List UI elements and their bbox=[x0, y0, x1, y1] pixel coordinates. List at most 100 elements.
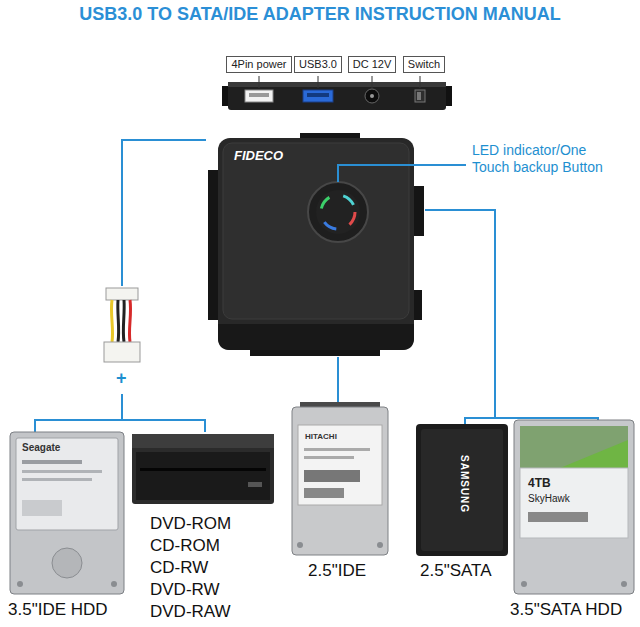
label-print bbox=[22, 478, 92, 481]
hdd-label bbox=[16, 438, 118, 530]
capacity-print: 4TB bbox=[528, 476, 551, 490]
led-ring bbox=[321, 195, 355, 229]
hdd-body bbox=[10, 432, 124, 594]
bracket-line bbox=[425, 210, 495, 418]
label-print bbox=[304, 456, 354, 459]
leader-line bbox=[414, 164, 466, 166]
adapter-face bbox=[218, 138, 414, 350]
dvd-tray-slot bbox=[140, 468, 266, 471]
side-connector bbox=[414, 290, 422, 320]
hdd-body bbox=[292, 407, 388, 555]
backup-button bbox=[308, 182, 368, 242]
port-label: DC 12V bbox=[348, 56, 397, 73]
drive-caption: 2.5"IDE bbox=[308, 561, 366, 581]
model-print: SkyHawk bbox=[528, 493, 570, 505]
wire bbox=[111, 300, 112, 342]
port-label-text: 4Pin power bbox=[231, 58, 286, 71]
dvd-body bbox=[132, 434, 274, 504]
drive-caption: DVD-RW bbox=[150, 580, 220, 600]
port-label: 4Pin power bbox=[226, 56, 291, 73]
wire bbox=[116, 300, 120, 342]
usb3-port bbox=[303, 90, 333, 102]
wire bbox=[122, 300, 126, 342]
screw bbox=[621, 581, 627, 587]
usb3-port-tongue bbox=[307, 93, 329, 97]
drive-caption: DVD-ROM bbox=[150, 514, 231, 534]
drive-caption: DVD-RAW bbox=[150, 602, 231, 622]
barcode bbox=[528, 512, 588, 522]
usb-power-port-tongue bbox=[249, 93, 269, 97]
barcode bbox=[304, 470, 360, 482]
led-ring bbox=[321, 195, 355, 229]
screw bbox=[111, 581, 117, 587]
title-heading: USB3.0 TO SATA/IDE ADAPTER INSTRUCTION M… bbox=[79, 4, 560, 25]
callout-text: LED indicator/One Touch backup Button bbox=[472, 142, 622, 176]
power-switch bbox=[415, 90, 425, 102]
molex-connector bbox=[106, 288, 138, 300]
hdd-hub bbox=[52, 548, 82, 578]
port-label-text: USB3.0 bbox=[299, 58, 337, 71]
hdd-label bbox=[520, 468, 628, 538]
leader-line bbox=[338, 165, 414, 182]
port-label: USB3.0 bbox=[294, 56, 342, 73]
adapter-top-panel bbox=[223, 143, 409, 319]
ide-40pin-connector bbox=[208, 170, 218, 320]
leader-line bbox=[420, 76, 421, 88]
drive-caption: CD-ROM bbox=[150, 536, 220, 556]
bracket-line bbox=[122, 140, 206, 286]
drive-caption: CD-RW bbox=[150, 558, 208, 578]
label-print bbox=[22, 460, 82, 464]
ide-44pin-connector bbox=[250, 350, 380, 356]
usb-power-port bbox=[245, 90, 273, 102]
bracket-line bbox=[35, 420, 205, 432]
backup-button-center bbox=[316, 190, 360, 234]
label-print bbox=[22, 470, 102, 473]
ssd-body bbox=[416, 424, 508, 556]
adapter-side-shine bbox=[228, 82, 446, 87]
port-label: Switch bbox=[403, 56, 445, 73]
dvd-top bbox=[132, 434, 274, 448]
screw bbox=[17, 581, 23, 587]
screw bbox=[297, 542, 303, 548]
bracket-line bbox=[337, 357, 339, 402]
port-label-text: DC 12V bbox=[353, 58, 392, 71]
top-connector bbox=[300, 133, 360, 138]
wire bbox=[129, 300, 130, 342]
adapter-side bbox=[228, 82, 446, 110]
dc-jack-pin bbox=[370, 94, 374, 98]
adapter-shell bbox=[218, 138, 414, 350]
drive-caption: 3.5"IDE HDD bbox=[8, 600, 108, 620]
adapter-edge bbox=[222, 86, 228, 106]
port-label-text: Switch bbox=[408, 58, 440, 71]
drive-caption: 3.5"SATA HDD bbox=[510, 600, 622, 620]
drive-caption: 2.5"SATA bbox=[420, 561, 492, 581]
molex-connector bbox=[104, 342, 140, 362]
power-switch-knob bbox=[417, 92, 421, 100]
leader-line bbox=[259, 76, 260, 88]
brand-logo: FIDECO bbox=[234, 148, 283, 163]
bracket-line bbox=[121, 394, 123, 420]
screw bbox=[521, 581, 527, 587]
brand-print: Seagate bbox=[22, 442, 60, 454]
led-ring bbox=[321, 195, 355, 229]
led-ring bbox=[321, 195, 355, 229]
sata-connector bbox=[414, 186, 424, 236]
hdd-label bbox=[298, 425, 382, 505]
screw bbox=[377, 542, 383, 548]
leader-line bbox=[318, 76, 319, 88]
label-print bbox=[22, 500, 62, 516]
brand-print: HITACHI bbox=[305, 432, 337, 442]
hdd-body bbox=[514, 420, 634, 594]
label-print bbox=[304, 448, 370, 451]
brand-print: SAMSUNG bbox=[458, 455, 470, 513]
dvd-eject-button bbox=[248, 482, 262, 487]
leader-line bbox=[372, 76, 373, 88]
hdd-label-graphic bbox=[520, 426, 628, 468]
adapter-edge bbox=[446, 86, 452, 106]
plus-sign: + bbox=[116, 367, 127, 389]
dvd-bezel bbox=[136, 452, 270, 500]
ssd-face bbox=[421, 429, 503, 551]
adapter-body: FIDECO bbox=[218, 138, 414, 350]
adapter-bottom-band bbox=[218, 324, 414, 350]
